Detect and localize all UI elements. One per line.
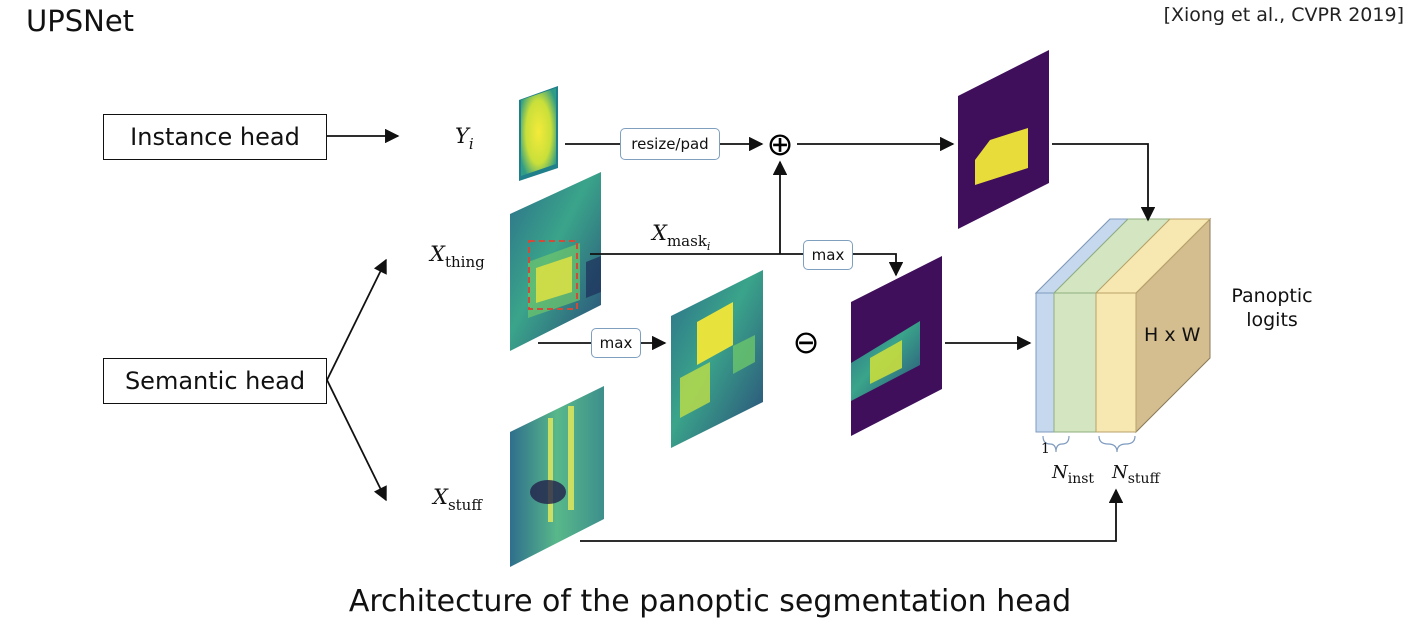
nstuff-brace xyxy=(1098,435,1136,453)
yi-mask-tile xyxy=(519,86,558,181)
roi-box xyxy=(528,240,578,310)
figure-caption: Architecture of the panoptic segmentatio… xyxy=(348,584,1072,619)
max-op-mask: max xyxy=(803,240,853,270)
label-xmask: Xmaski xyxy=(652,221,711,253)
label-xstuff: Xstuff xyxy=(433,485,482,514)
ninst-brace xyxy=(1042,435,1070,453)
citation: [Xiong et al., CVPR 2019] xyxy=(1163,4,1404,26)
panoptic-logits-volume xyxy=(1034,217,1212,453)
label-xthing: Xthing xyxy=(430,242,485,271)
subtract-operator-icon: ⊖ xyxy=(793,323,820,361)
page-title: UPSNet xyxy=(26,4,135,38)
instance-head-box: Instance head xyxy=(103,114,327,160)
masked-max-tile xyxy=(851,256,942,436)
arrow-max-to-masked xyxy=(851,253,904,277)
arrow-xstuff-to-volume xyxy=(580,488,1124,542)
add-operator-icon: ⊕ xyxy=(767,125,794,163)
semantic-head-box: Semantic head xyxy=(103,358,327,404)
arrow-instance-logit-to-volume xyxy=(1052,143,1156,222)
label-ninst: Ninst xyxy=(1052,462,1095,487)
instance-logit-tile xyxy=(958,50,1049,229)
label-yi: Yi xyxy=(455,124,474,153)
xthing-feature-tile xyxy=(510,172,601,351)
arrow-semantic-to-xstuff xyxy=(326,379,387,502)
resize-pad-op: resize/pad xyxy=(620,128,720,160)
label-nstuff: Nstuff xyxy=(1112,462,1160,487)
label-one: 1 xyxy=(1041,441,1050,457)
max-pooled-tile xyxy=(671,270,763,448)
xstuff-feature-tile xyxy=(510,386,604,567)
hw-label: H x W xyxy=(1144,324,1201,346)
max-op-channel: max xyxy=(591,328,641,358)
arrow-semantic-to-xthing xyxy=(326,258,387,381)
panoptic-logits-label: Panoptic logits xyxy=(1231,285,1313,331)
